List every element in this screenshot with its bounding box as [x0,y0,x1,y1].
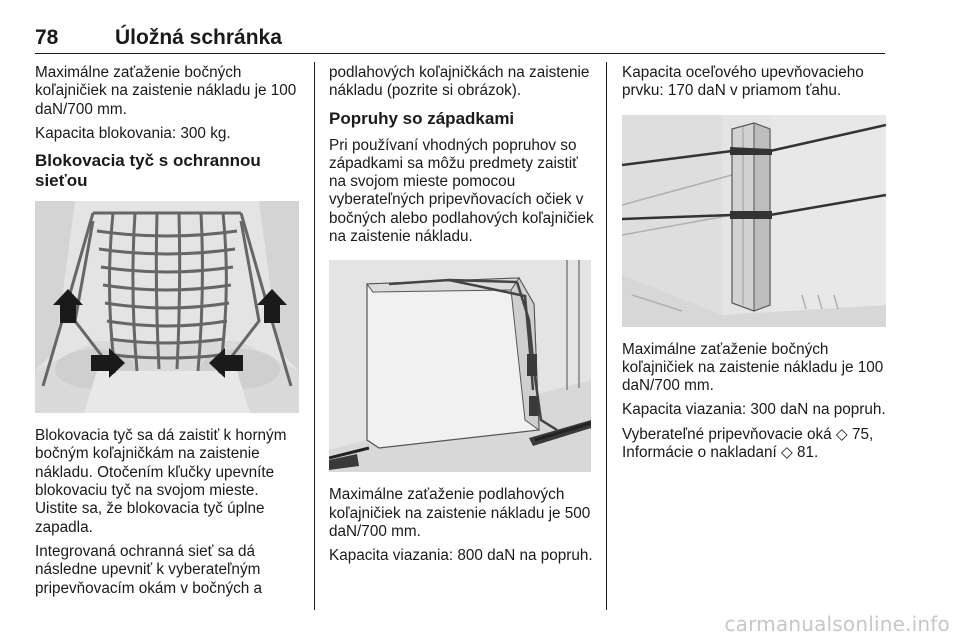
side-rail-load-text-2: Maximálne zaťaženie bočných koľajničiek … [622,340,884,395]
section-heading-ratchet-straps: Popruhy so západkami [329,108,515,128]
floor-rail-load-text: Maximálne zaťaženie podlahových koľajnič… [329,486,591,540]
page-number: 78 [35,26,59,49]
cross-reference-text: Vyberateľné pripevňovacie oká ◇ 75, Info… [622,425,874,462]
steel-element-illustration [622,114,886,327]
side-rail-load-text: Maximálne zaťaženie bočných koľajničiek … [35,64,297,118]
blocking-bar-description: Blokovacia tyč sa dá zaistiť k horným bo… [35,427,287,536]
strap-capacity-text: Kapacita viazania: 800 daN na popruh. [329,547,593,565]
column-3: Kapacita oceľového upevňovacieho prvku: … [622,64,890,468]
watermark: carmanualsonline.info [724,612,950,636]
column-divider [314,62,315,610]
ratchet-straps-illustration [329,260,591,473]
section-heading-blocking-bar: Blokovacia tyč s ochrannou sieťou [35,151,261,191]
page-header: 78 Úložná schránka [35,27,885,54]
column-1: Maximálne zaťaženie bočných koľajničiek … [35,64,303,604]
protective-net-continued: podlahových koľajničkách na zaistenie ná… [329,64,590,100]
blocking-bar-net-illustration [35,201,299,414]
blocking-capacity-text: Kapacita blokovania: 300 kg. [35,124,231,142]
column-2: podlahových koľajničkách na zaistenie ná… [329,64,597,572]
column-divider [606,62,607,610]
chapter-title: Úložná schránka [115,26,282,49]
steel-element-capacity-text: Kapacita oceľového upevňovacieho prvku: … [622,64,864,100]
strap-capacity-text-2: Kapacita viazania: 300 daN na popruh. [622,401,886,419]
protective-net-description: Integrovaná ochranná sieť sa dá následne… [35,542,263,597]
ratchet-straps-description: Pri používaní vhodných popruhov so západ… [329,136,594,246]
